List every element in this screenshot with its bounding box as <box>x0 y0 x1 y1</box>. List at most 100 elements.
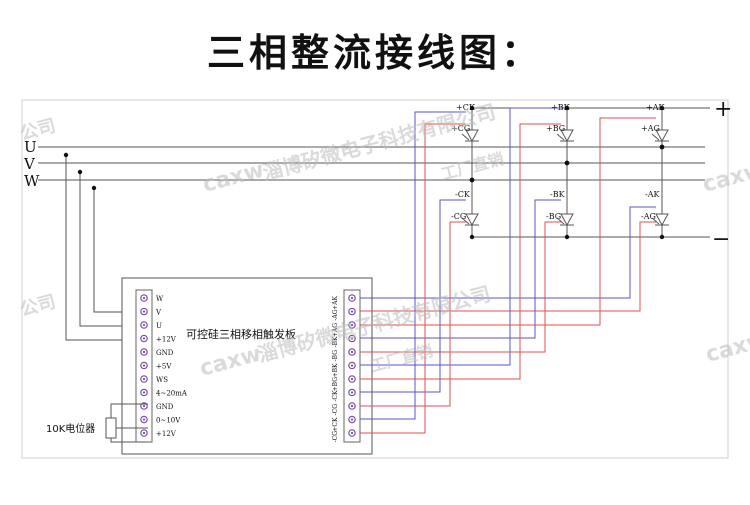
left-pin-label: +12V <box>156 430 177 438</box>
phase-label-u: U <box>24 138 37 156</box>
right-pin-list: +AK-AG +AG-BK -BG+BK+BG-CK -CG+CK-CG <box>332 294 356 443</box>
left-pin-4: GND <box>140 348 174 357</box>
right-pin-8: -CG <box>332 402 356 416</box>
watermark-brand-4: caxw <box>703 327 750 367</box>
dc-rails <box>470 107 710 238</box>
right-pin-7: -CK <box>332 388 356 402</box>
right-pin-6: +BG <box>332 375 356 392</box>
left-pin-1: V <box>140 307 162 317</box>
right-pin-5: +BK <box>332 361 356 377</box>
control-wire-7 <box>360 199 466 393</box>
thyristor-top-1-symbol <box>560 129 574 143</box>
right-pin-10: -CG <box>332 429 356 443</box>
right-pin-label: +AG <box>332 323 339 337</box>
phase-label-w: W <box>24 172 40 190</box>
left-pin-label: 4~20mA <box>156 390 188 398</box>
right-pin-label: -CG <box>332 431 339 443</box>
thyristor-bottom-2-symbol <box>655 213 669 227</box>
left-pin-label: W <box>156 295 164 303</box>
thyristor-bottom-2: -AK -AG <box>641 190 669 240</box>
label--BK: -BK <box>550 190 566 199</box>
right-pin-label: +BK <box>332 363 339 377</box>
control-wires <box>360 107 656 434</box>
board-outline <box>121 277 373 455</box>
thyristor-bottom-1: -BK -BG <box>546 190 574 240</box>
left-pin-label: U <box>156 322 162 330</box>
left-pin-0: W <box>140 294 164 303</box>
watermark-brand-1: caxw <box>200 157 267 197</box>
thyristor-top-0: +CK +CG <box>451 103 479 194</box>
right-pin-label: -AG <box>332 309 339 320</box>
phase-label-v: V <box>23 155 36 173</box>
left-pin-label: +12V <box>156 336 177 344</box>
watermark-fragment-2: 公司 <box>18 291 58 321</box>
watermark-brand-3: caxw <box>700 157 750 197</box>
left-pin-5: +5V <box>140 361 172 371</box>
label--AK: -AK <box>645 190 660 199</box>
left-pin-6: WS <box>140 375 168 384</box>
left-pin-label: V <box>155 309 162 317</box>
right-pin-label: +CK <box>332 417 339 432</box>
thyristor-top-0-symbol <box>465 129 479 143</box>
thyristor-bottom-0-symbol <box>465 213 479 227</box>
right-pin-label: +BG <box>332 377 339 392</box>
right-pin-4: -BG <box>332 348 356 362</box>
potentiometer-label: 10K电位器 <box>46 422 95 435</box>
phase-buses <box>38 146 705 181</box>
label-+CG: +CG <box>451 124 470 133</box>
left-pin-2: U <box>140 321 162 330</box>
label-+AG: +AG <box>641 124 660 133</box>
junction-dots <box>63 152 97 191</box>
plus-label: + <box>714 97 732 122</box>
control-wire-2 <box>360 117 656 326</box>
left-pin-10: +12V <box>140 429 177 438</box>
right-pin-label: -BK <box>332 336 339 347</box>
right-pin-label: -BG <box>332 350 339 362</box>
right-pin-label: +AK <box>332 295 339 309</box>
right-pin-2: +AG <box>332 321 356 337</box>
left-pin-list: WVU +12V GND +5V WS 4~20mA GND 0~10V +12V <box>140 294 188 438</box>
control-wire-5 <box>360 107 561 366</box>
control-wire-9 <box>360 111 466 420</box>
right-pin-label: -CG <box>332 404 339 416</box>
control-wire-10 <box>360 123 466 434</box>
label--BG: -BG <box>546 212 561 221</box>
left-pin-3: +12V <box>140 334 177 344</box>
minus-label: − <box>712 227 730 252</box>
left-pin-label: GND <box>156 349 174 357</box>
thyristor-top-2: +AK +AG <box>641 103 669 194</box>
left-pin-label: +5V <box>156 363 172 371</box>
label-+AK: +AK <box>646 103 665 112</box>
feed-u <box>65 155 148 341</box>
thyristor-bottom-0: -CK -CG <box>451 190 479 240</box>
left-pin-label: WS <box>156 376 168 384</box>
right-pin-9: +CK <box>332 415 356 432</box>
right-pin-0: +AK <box>332 294 356 310</box>
label--CK: -CK <box>455 190 471 199</box>
control-wire-1 <box>360 221 656 312</box>
diagram-frame <box>21 99 729 459</box>
label-+BG: +BG <box>546 124 565 133</box>
left-pin-7: 4~20mA <box>140 388 188 398</box>
control-wire-8 <box>360 221 466 407</box>
thyristor-bottom-1-symbol <box>560 213 574 227</box>
page-title: 三相整流接线图： <box>206 31 543 75</box>
thyristor-top-2-symbol <box>655 129 669 143</box>
left-pin-label: 0~10V <box>156 417 181 425</box>
left-pin-label: GND <box>156 403 174 411</box>
potentiometer <box>105 403 148 443</box>
trigger-board: 可控硅三相移相触发板 <box>121 277 373 455</box>
label--AG: -AG <box>641 212 656 221</box>
control-wire-0 <box>360 206 656 299</box>
watermark-fragment-1: 公司 <box>18 115 58 145</box>
label--CG: -CG <box>451 212 466 221</box>
right-pin-3: -BK <box>332 334 356 347</box>
control-wire-4 <box>360 221 561 353</box>
right-pin-label: -CK <box>332 390 339 402</box>
left-pin-9: 0~10V <box>140 415 181 425</box>
control-wire-3 <box>360 199 561 339</box>
label-+CK: +CK <box>456 103 476 112</box>
right-pin-1: -AG <box>332 307 356 321</box>
board-name: 可控硅三相移相触发板 <box>186 327 296 341</box>
